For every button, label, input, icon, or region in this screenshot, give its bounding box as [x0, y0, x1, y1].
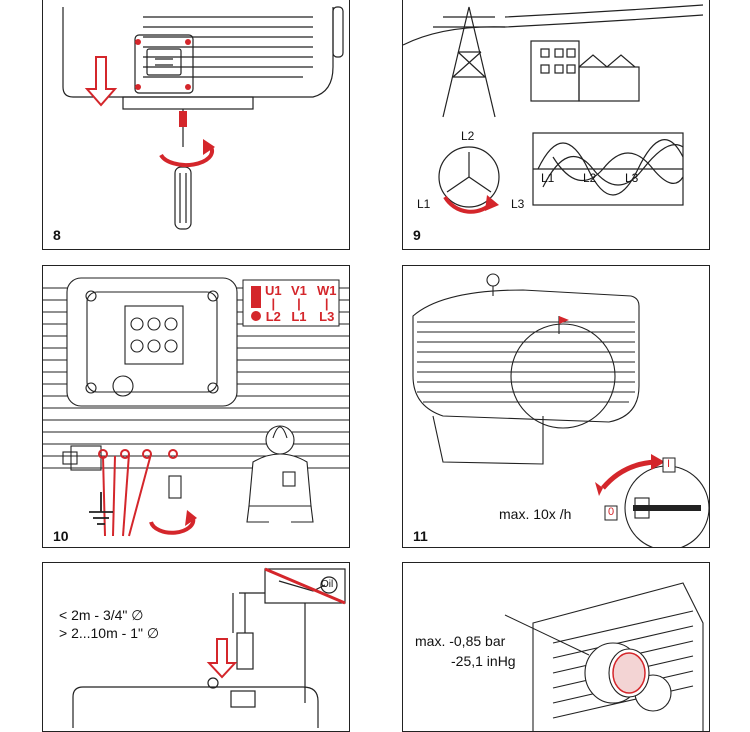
step-12-illustration: [72, 567, 346, 728]
switch-on-label: I: [667, 458, 671, 470]
phase-label-l2: L2: [461, 129, 475, 143]
terminal-u1: U1: [265, 283, 282, 298]
step-13-illustration: [504, 582, 704, 731]
panel-step-10: U1|L2 V1|L1 W1|L3 10: [42, 265, 350, 548]
no-oil-label: Oil: [321, 579, 334, 590]
terminal-v1: V1: [291, 283, 307, 298]
step-9-illustration: [403, 4, 704, 214]
wave-label-l2: L2: [583, 171, 597, 185]
rotate-arrow-icon: [159, 146, 215, 168]
step-8-illustration: [62, 6, 344, 230]
panel-step-12: < 2m - 3/4" ∅ > 2...10m - 1" ∅ Oil: [42, 562, 350, 732]
wave-label-l1: L1: [541, 171, 555, 185]
step-number: 9: [413, 227, 421, 243]
down-arrow-icon: [206, 638, 238, 679]
max-vacuum-inhg: -25,1 inHg: [451, 653, 516, 669]
step-number: 8: [53, 227, 61, 243]
line-l2: L2: [265, 309, 281, 324]
no-oil-strike: [264, 567, 346, 605]
panel-step-13: max. -0,85 bar -25,1 inHg: [402, 562, 710, 732]
line-l1: L1: [291, 309, 307, 324]
wave-label-l3: L3: [625, 171, 639, 185]
terminal-w1-label: W1|L3: [317, 284, 337, 323]
terminal-sep: |: [324, 296, 329, 311]
switch-rotation-arrow-icon: [601, 459, 656, 490]
step-number: 10: [53, 528, 69, 544]
step-10-illustration: [43, 277, 349, 537]
step-11-illustration: [412, 273, 709, 547]
terminal-w1: W1: [317, 283, 337, 298]
terminal-sep: |: [297, 296, 301, 311]
pipe-diameter-short: < 2m - 3/4" ∅: [59, 607, 144, 623]
step-number: 11: [413, 528, 428, 544]
line-l3: L3: [319, 309, 335, 324]
panel-step-11: I 0 max. 10x /h 11: [402, 265, 710, 548]
rotate-arrow-icon: [149, 517, 196, 535]
down-arrow-icon: [84, 56, 118, 107]
phase-label-l3: L3: [511, 197, 525, 211]
max-starts-label: max. 10x /h: [499, 506, 572, 522]
terminal-u1-label: U1|L2: [265, 284, 282, 323]
panel-step-8: 8: [42, 0, 350, 250]
panel-step-9: L2 L1 L3 L1 L2 L3 9: [402, 0, 710, 250]
terminal-sep: |: [271, 296, 276, 311]
terminal-v1-label: V1|L1: [291, 284, 307, 323]
pipe-diameter-long: > 2...10m - 1" ∅: [59, 625, 160, 641]
warning-icon: [243, 280, 244, 281]
phase-label-l1: L1: [417, 197, 431, 211]
switch-off-label: 0: [608, 506, 615, 518]
max-vacuum-bar: max. -0,85 bar: [415, 633, 506, 649]
